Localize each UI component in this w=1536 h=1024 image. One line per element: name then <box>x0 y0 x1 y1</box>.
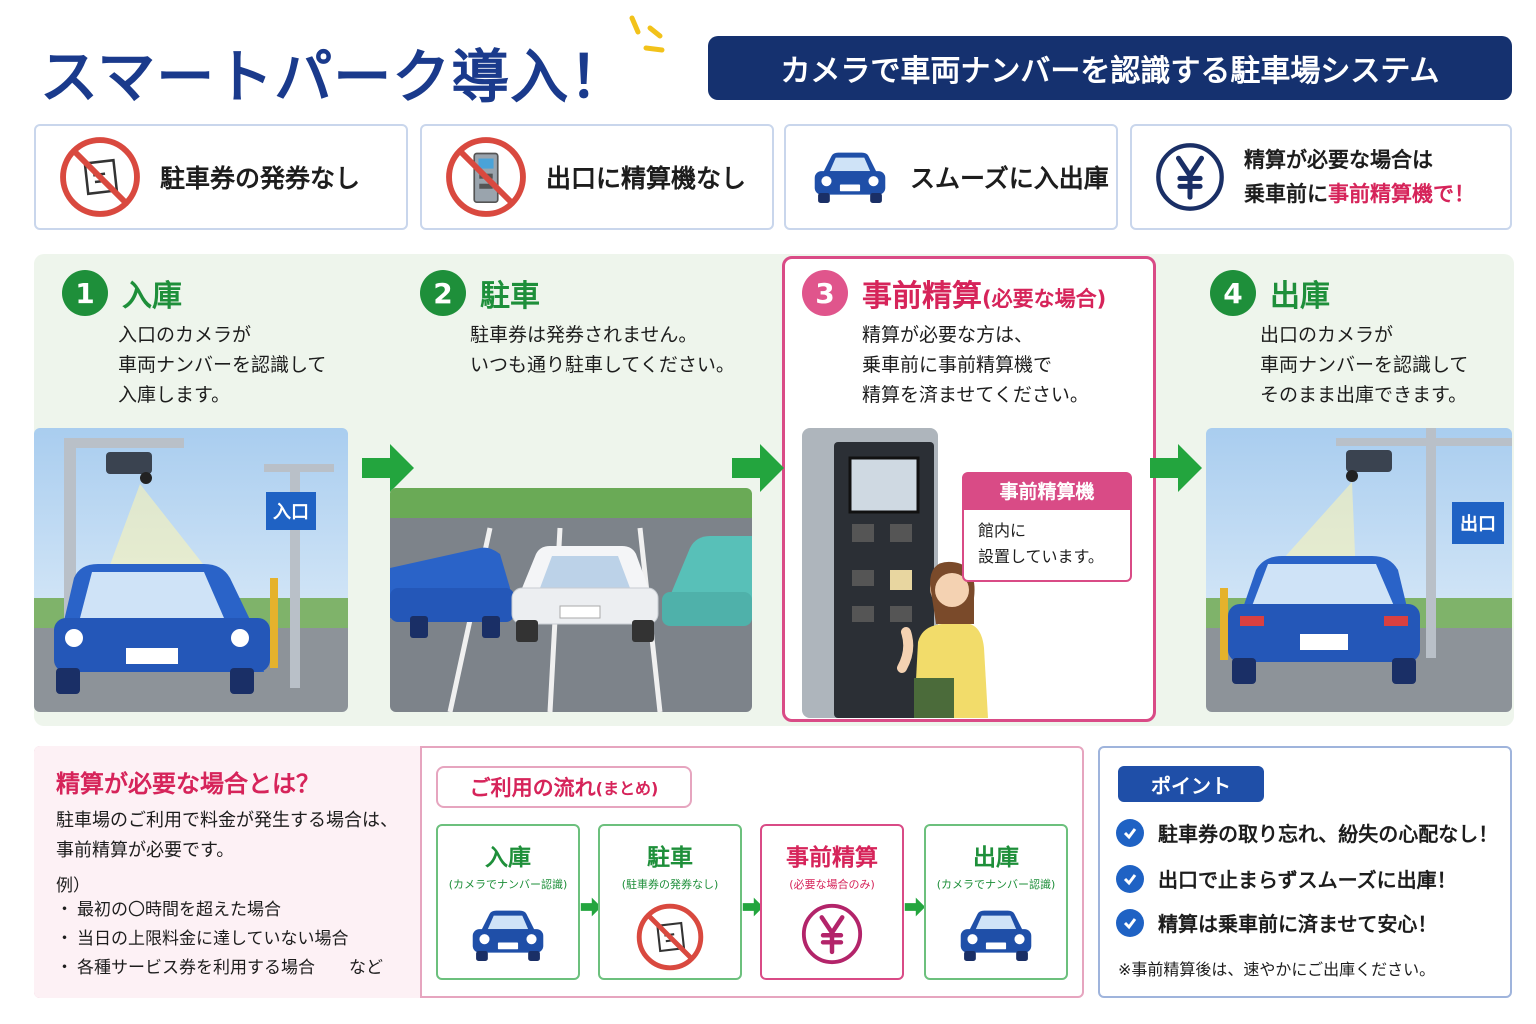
step-title-note: (必要な場合) <box>982 287 1107 311</box>
step-number: 2 <box>420 270 466 316</box>
prepay-machine-callout: 事前精算機 館内に 設置しています。 <box>962 472 1132 582</box>
prepay-machine-illustration <box>802 428 1142 718</box>
step3-description: 精算が必要な方は、 乗車前に事前精算機で 精算を済ませてください。 <box>862 324 1089 406</box>
flow-title-note: (まとめ) <box>595 779 659 798</box>
no-ticket-icon <box>635 902 705 972</box>
list-item: 当日の上限料金に達していない場合 <box>56 925 383 954</box>
sparkle-icon <box>629 15 665 53</box>
car-icon <box>954 902 1038 968</box>
flow-item-label: 出庫 <box>973 845 1019 871</box>
panel-divider <box>420 748 422 996</box>
step-title: 出庫 <box>1270 279 1330 314</box>
step2-heading: 2 駐車 <box>420 270 540 316</box>
when-needed-title: 精算が必要な場合とは？ <box>56 770 320 798</box>
feature-no-ticket: 駐車券の発券なし <box>34 124 408 230</box>
flow-item-label: 事前精算 <box>786 845 878 871</box>
feature-smooth-entry: スムーズに入出庫 <box>784 124 1118 230</box>
point-item: 精算は乗車前に済ませて安心！ <box>1116 908 1437 937</box>
feature-label: 出口に精算機なし <box>546 164 747 193</box>
flow-item-sub: (必要な場合のみ) <box>789 878 875 891</box>
step1-description: 入口のカメラが 車両ナンバーを認識して 入庫します。 <box>118 324 327 406</box>
exit-scene-illustration: 出口 <box>1206 428 1512 712</box>
step-number: 4 <box>1210 270 1256 316</box>
flow-item-exit: 出庫 (カメラでナンバー認識) <box>924 824 1068 980</box>
example-list: 最初の〇時間を超えた場合 当日の上限料金に達していない場合 各種サービス券を利用… <box>56 896 383 983</box>
step-number: 1 <box>62 270 108 316</box>
flow-item-sub: (駐車券の発券なし) <box>621 878 719 891</box>
page-title: スマートパーク導入！ <box>40 43 629 111</box>
point-item: 出口で止まらずスムーズに出庫！ <box>1116 864 1457 893</box>
flow-item-entry: 入庫 (カメラでナンバー認識) <box>436 824 580 980</box>
step1-heading: 1 入庫 <box>62 270 182 316</box>
car-icon <box>466 902 550 968</box>
callout-title: 事前精算機 <box>964 474 1130 510</box>
car-icon <box>808 145 892 209</box>
arrow-right-icon <box>360 442 416 494</box>
point-item: 駐車券の取り忘れ、紛失の心配なし！ <box>1116 818 1498 847</box>
no-payment-machine-icon <box>446 137 526 217</box>
arrow-right-icon <box>904 896 926 918</box>
list-item: 最初の〇時間を超えた場合 <box>56 896 383 925</box>
flow-item-sub: (カメラでナンバー認識) <box>936 878 1056 891</box>
subtitle-banner: カメラで車両ナンバーを認識する駐車場システム <box>708 36 1512 100</box>
step-number: 3 <box>802 270 848 316</box>
points-note: ※事前精算後は、速やかにご出庫ください。 <box>1118 960 1436 979</box>
yen-icon <box>801 903 863 965</box>
when-needed-text: 駐車場のご利用で料金が発生する場合は、 事前精算が必要です。 <box>56 810 398 861</box>
callout-line2: 設置しています。 <box>978 547 1104 566</box>
step-title: 駐車 <box>480 279 540 314</box>
entry-scene-illustration: 入口 <box>34 428 348 712</box>
yen-icon <box>1154 141 1226 213</box>
flow-item-sub: (カメラでナンバー認識) <box>448 878 568 891</box>
check-icon <box>1116 908 1144 937</box>
flow-title: ご利用の流れ(まとめ) <box>436 766 692 808</box>
arrow-right-icon <box>730 442 786 494</box>
feature-line2-prefix: 乗車前に <box>1244 182 1328 206</box>
example-label: 例） <box>56 876 90 896</box>
points-label: ポイント <box>1118 766 1264 802</box>
check-icon <box>1116 864 1144 893</box>
feature-label: スムーズに入出庫 <box>910 164 1109 193</box>
exit-sign: 出口 <box>1460 513 1496 535</box>
flow-item-label: 入庫 <box>485 845 531 871</box>
step4-heading: 4 出庫 <box>1210 270 1330 316</box>
step-title: 入庫 <box>122 279 182 314</box>
feature-no-payment-machine: 出口に精算機なし <box>420 124 774 230</box>
arrow-right-icon <box>1148 442 1204 494</box>
step4-description: 出口のカメラが 車両ナンバーを認識して そのまま出庫できます。 <box>1260 324 1469 406</box>
feature-prepay: 精算が必要な場合は 乗車前に事前精算機で！ <box>1130 124 1512 230</box>
feature-line1: 精算が必要な場合は <box>1244 148 1433 172</box>
entrance-sign: 入口 <box>273 502 309 523</box>
flow-item-prepay: 事前精算 (必要な場合のみ) <box>760 824 904 980</box>
step2-description: 駐車券は発券されません。 いつも通り駐車してください。 <box>470 324 735 376</box>
flow-item-parking: 駐車 (駐車券の発券なし) <box>598 824 742 980</box>
flow-item-label: 駐車 <box>647 845 693 871</box>
list-item: 各種サービス券を利用する場合 など <box>56 954 383 983</box>
check-icon <box>1116 818 1144 847</box>
feature-line2-highlight: 事前精算機で！ <box>1328 182 1475 206</box>
feature-label: 駐車券の発券なし <box>160 164 361 193</box>
step-title: 事前精算 <box>862 279 982 314</box>
parking-scene-illustration <box>390 488 752 712</box>
callout-line1: 館内に <box>978 521 1027 540</box>
no-ticket-icon <box>58 135 142 219</box>
step3-heading: 3 事前精算(必要な場合) <box>802 270 1106 316</box>
